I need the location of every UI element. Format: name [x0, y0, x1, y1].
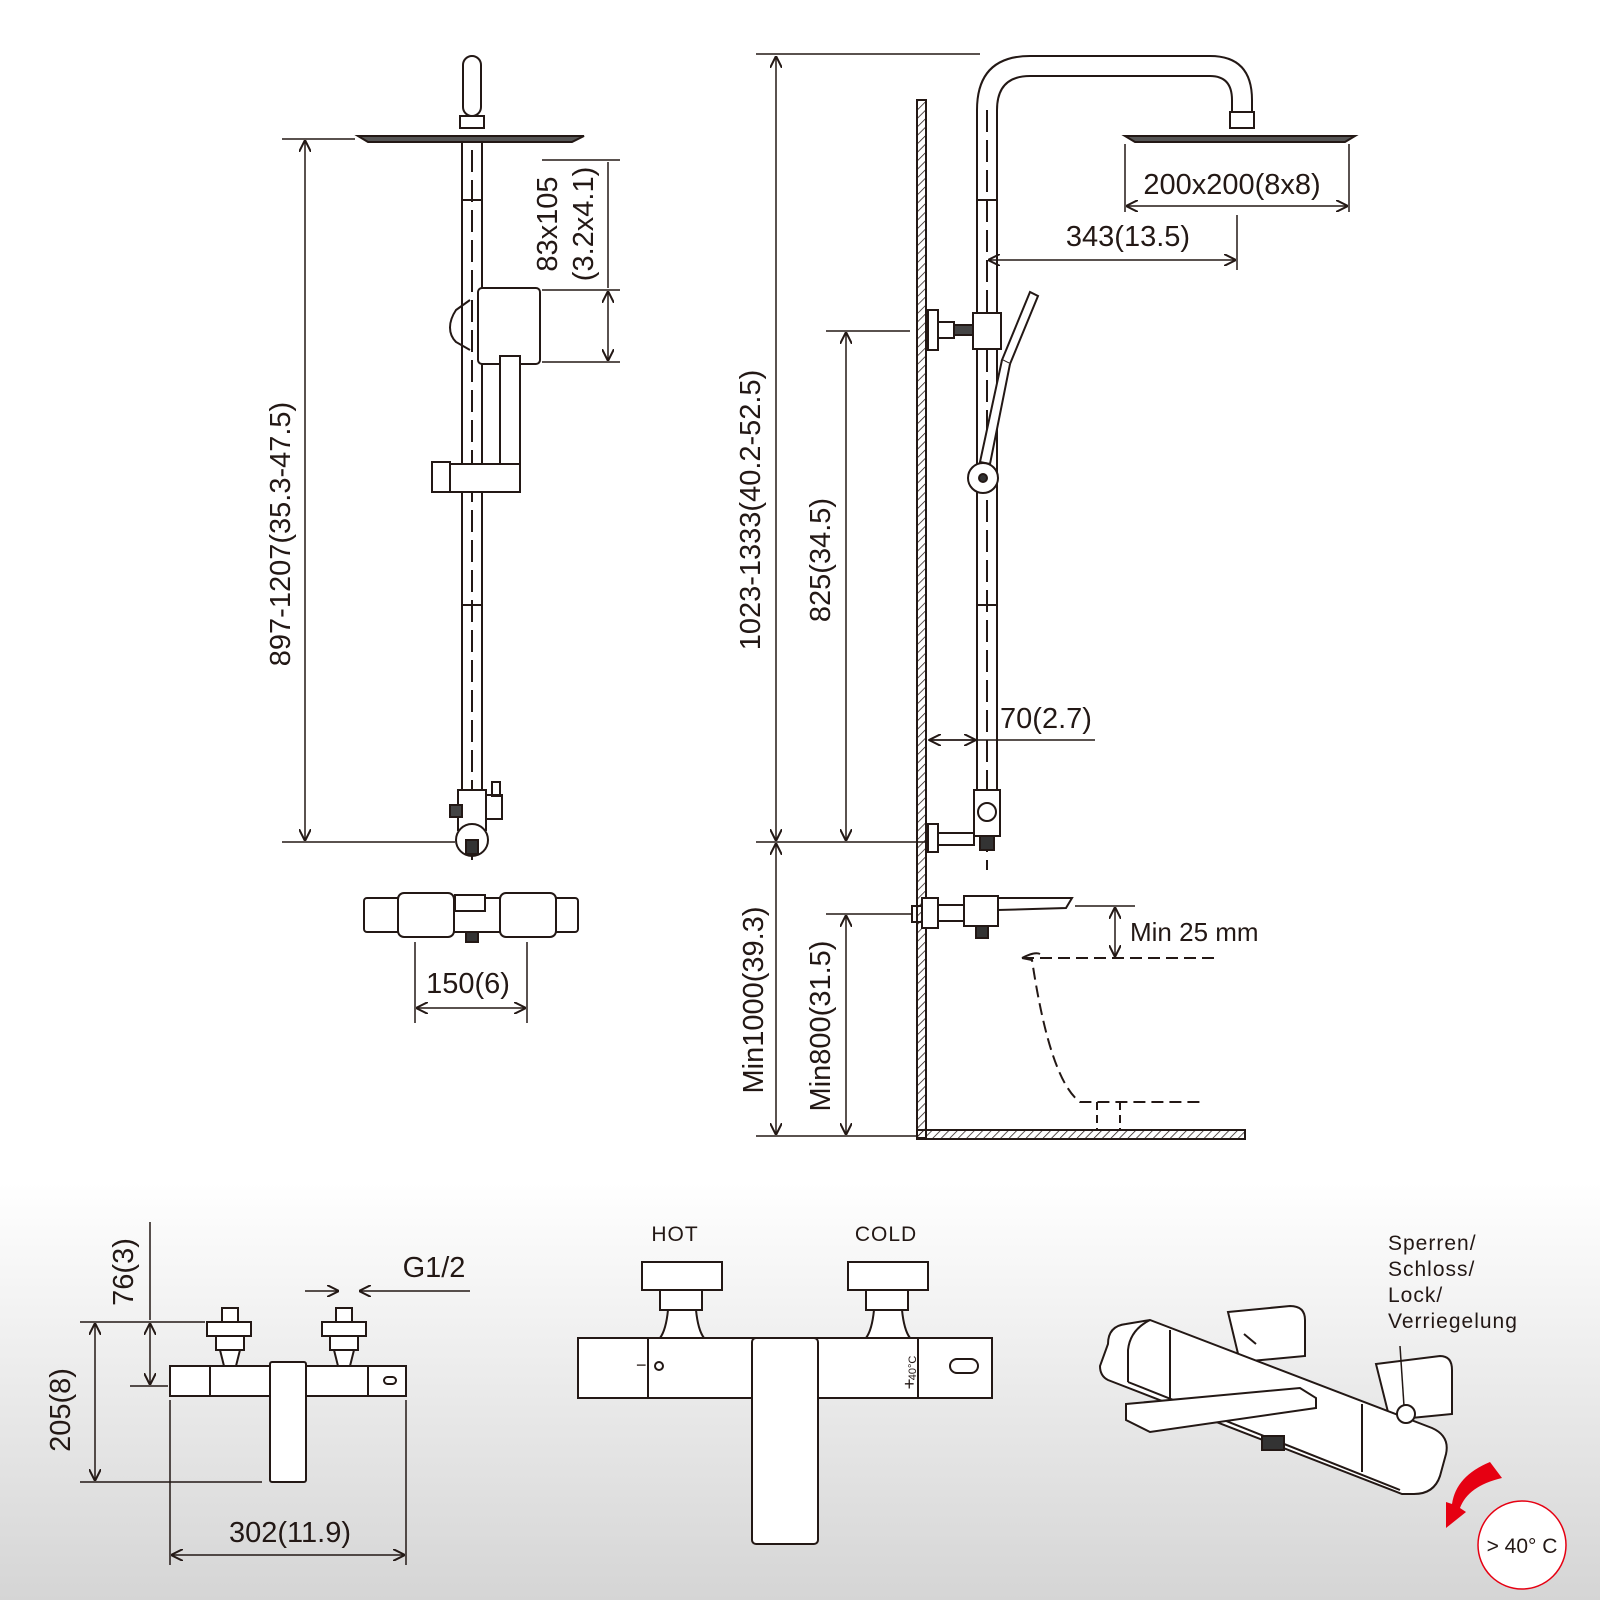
- side-view: [911, 55, 1359, 1140]
- mixer-height-shower-label: Min1000(39.3): [738, 907, 770, 1094]
- lock-label-line-2: Schloss/: [1388, 1258, 1475, 1281]
- inlet-depth-label: 76(3): [108, 1238, 140, 1306]
- wall-offset-label: 70(2.7): [1000, 703, 1092, 735]
- hand-shower-size-inch-label: (3.2x4.1): [568, 167, 600, 281]
- rotation-arrow-icon: [1446, 1462, 1502, 1528]
- temp-limit-badge: [1477, 1500, 1567, 1590]
- minus-mark: −: [636, 1355, 647, 1375]
- mixer-side-view: [169, 1307, 407, 1483]
- temp-mark: 40°C: [907, 1356, 919, 1381]
- temp-limit-label: > 40° C: [1487, 1535, 1558, 1558]
- front-overall-height-label: 897-1207(35.3-47.5): [265, 402, 297, 666]
- thread-label: G1/2: [403, 1252, 466, 1284]
- side-dimensions: [756, 53, 1350, 1137]
- mixer-height-bath-label: Min800(31.5): [805, 941, 837, 1112]
- plus-mark: +: [904, 1374, 915, 1394]
- front-dimensions: [282, 138, 620, 1023]
- lock-label-line-1: Sperren/: [1388, 1232, 1477, 1255]
- mixer-3d-view: [1098, 1304, 1453, 1495]
- cold-label: COLD: [855, 1223, 917, 1246]
- mixer-width-label: 302(11.9): [229, 1517, 351, 1549]
- hot-label: HOT: [651, 1223, 698, 1246]
- hand-shower-size-label: 83x105: [532, 176, 564, 271]
- mixer-front-view: [577, 1261, 993, 1545]
- spout-clearance-label: Min 25 mm: [1130, 917, 1259, 947]
- inlet-spacing-label: 150(6): [426, 968, 510, 1000]
- lock-label-line-3: Lock/: [1388, 1284, 1443, 1307]
- front-view: [354, 55, 585, 943]
- mixer-side-dimensions: [80, 1222, 470, 1565]
- lock-label-line-4: Verriegelung: [1388, 1310, 1518, 1333]
- total-height-label: 1023-1333(40.2-52.5): [735, 370, 767, 651]
- head-size-label: 200x200(8x8): [1143, 169, 1320, 201]
- rail-height-label: 825(34.5): [805, 498, 837, 622]
- arm-reach-label: 343(13.5): [1066, 221, 1190, 253]
- mixer-height-label: 205(8): [45, 1368, 77, 1452]
